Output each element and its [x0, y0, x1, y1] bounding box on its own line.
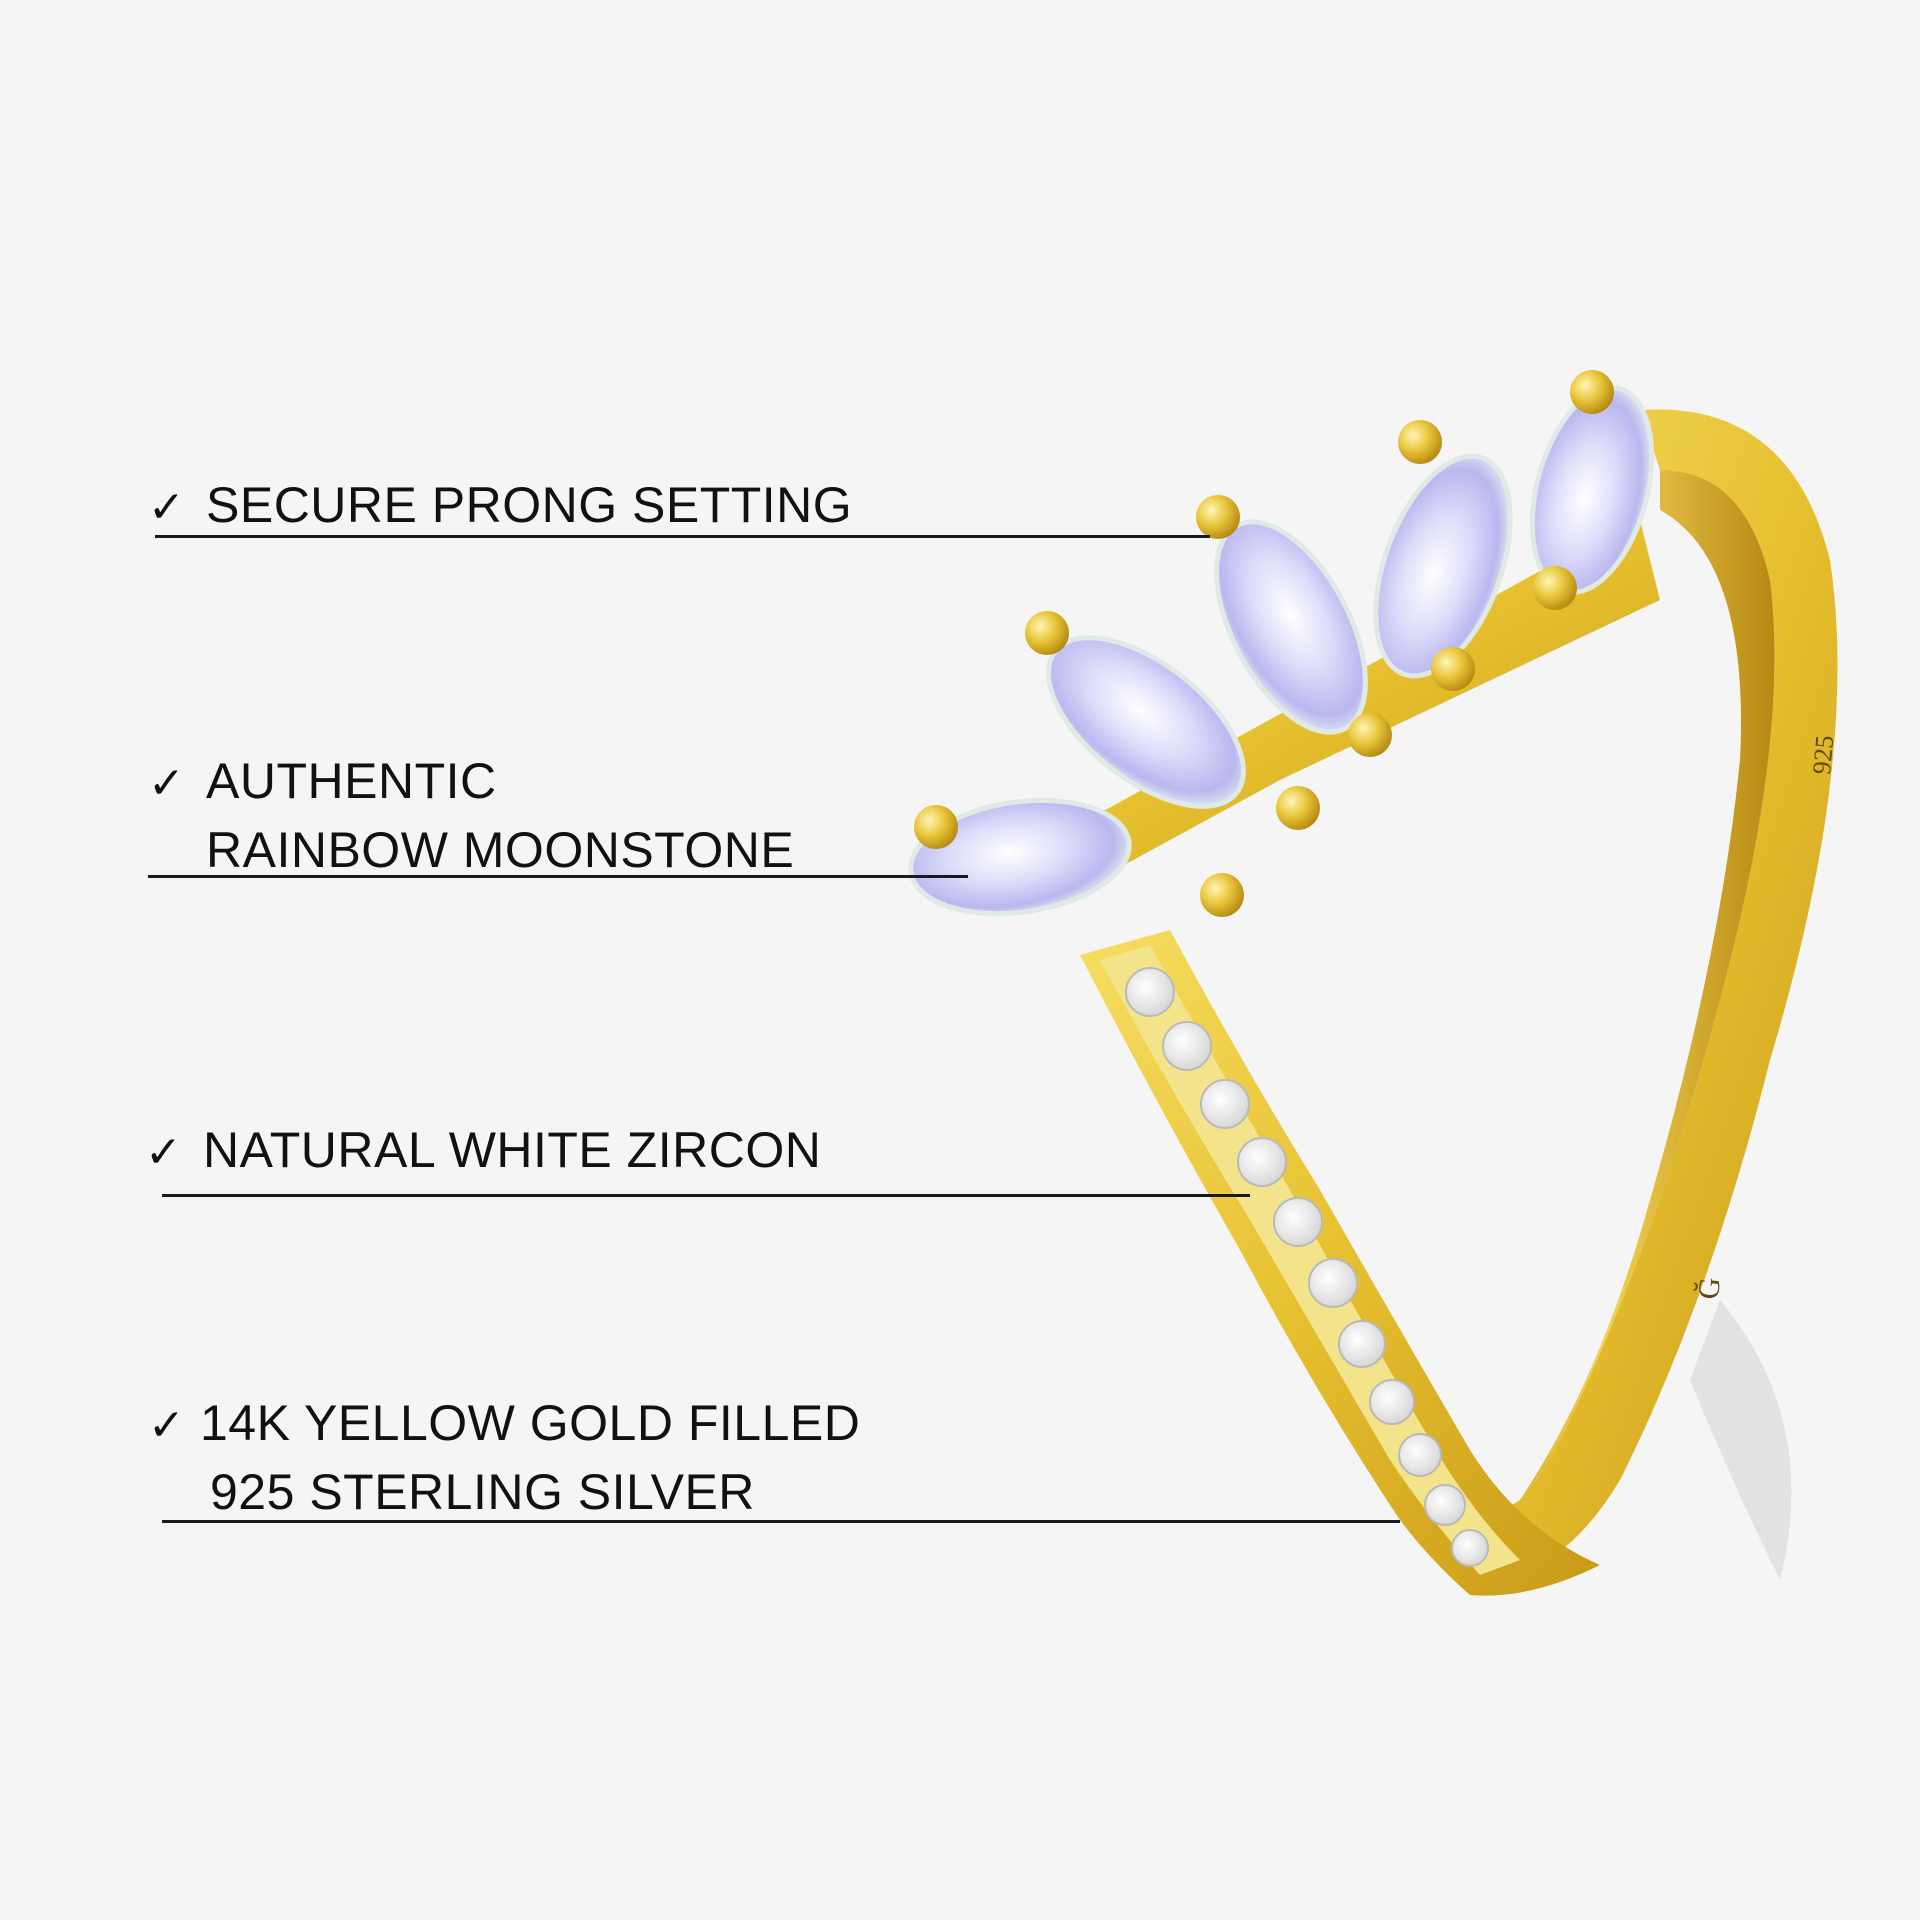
prongs: [914, 370, 1614, 917]
feature-text: NATURAL WHITE ZIRCON: [203, 1122, 822, 1178]
check-icon: ✓: [148, 758, 186, 809]
feature-text: 14K YELLOW GOLD FILLED: [200, 1395, 861, 1451]
leader-line: [162, 1520, 1400, 1523]
leader-line: [148, 875, 968, 878]
stamp-925: 925: [1807, 734, 1839, 775]
feature-text-line2: 925 STERLING SILVER: [210, 1464, 755, 1520]
zircon-stones: [1125, 967, 1489, 1567]
feature-text: SECURE PRONG SETTING: [206, 477, 853, 533]
check-icon: ✓: [148, 482, 186, 533]
check-icon: ✓: [145, 1127, 183, 1178]
logo-mark: Ğ: [1692, 1276, 1727, 1300]
leader-line: [162, 1194, 1250, 1197]
feature-text: AUTHENTIC: [206, 753, 497, 809]
ring-back-band: [1440, 409, 1838, 1581]
ring-inner-band: [1440, 470, 1775, 1550]
check-icon: ✓: [148, 1400, 186, 1451]
ring-shadow: [1690, 1300, 1792, 1580]
leader-line: [155, 535, 1210, 538]
moonstones: [908, 385, 1655, 917]
feature-text-line2: RAINBOW MOONSTONE: [206, 822, 795, 878]
